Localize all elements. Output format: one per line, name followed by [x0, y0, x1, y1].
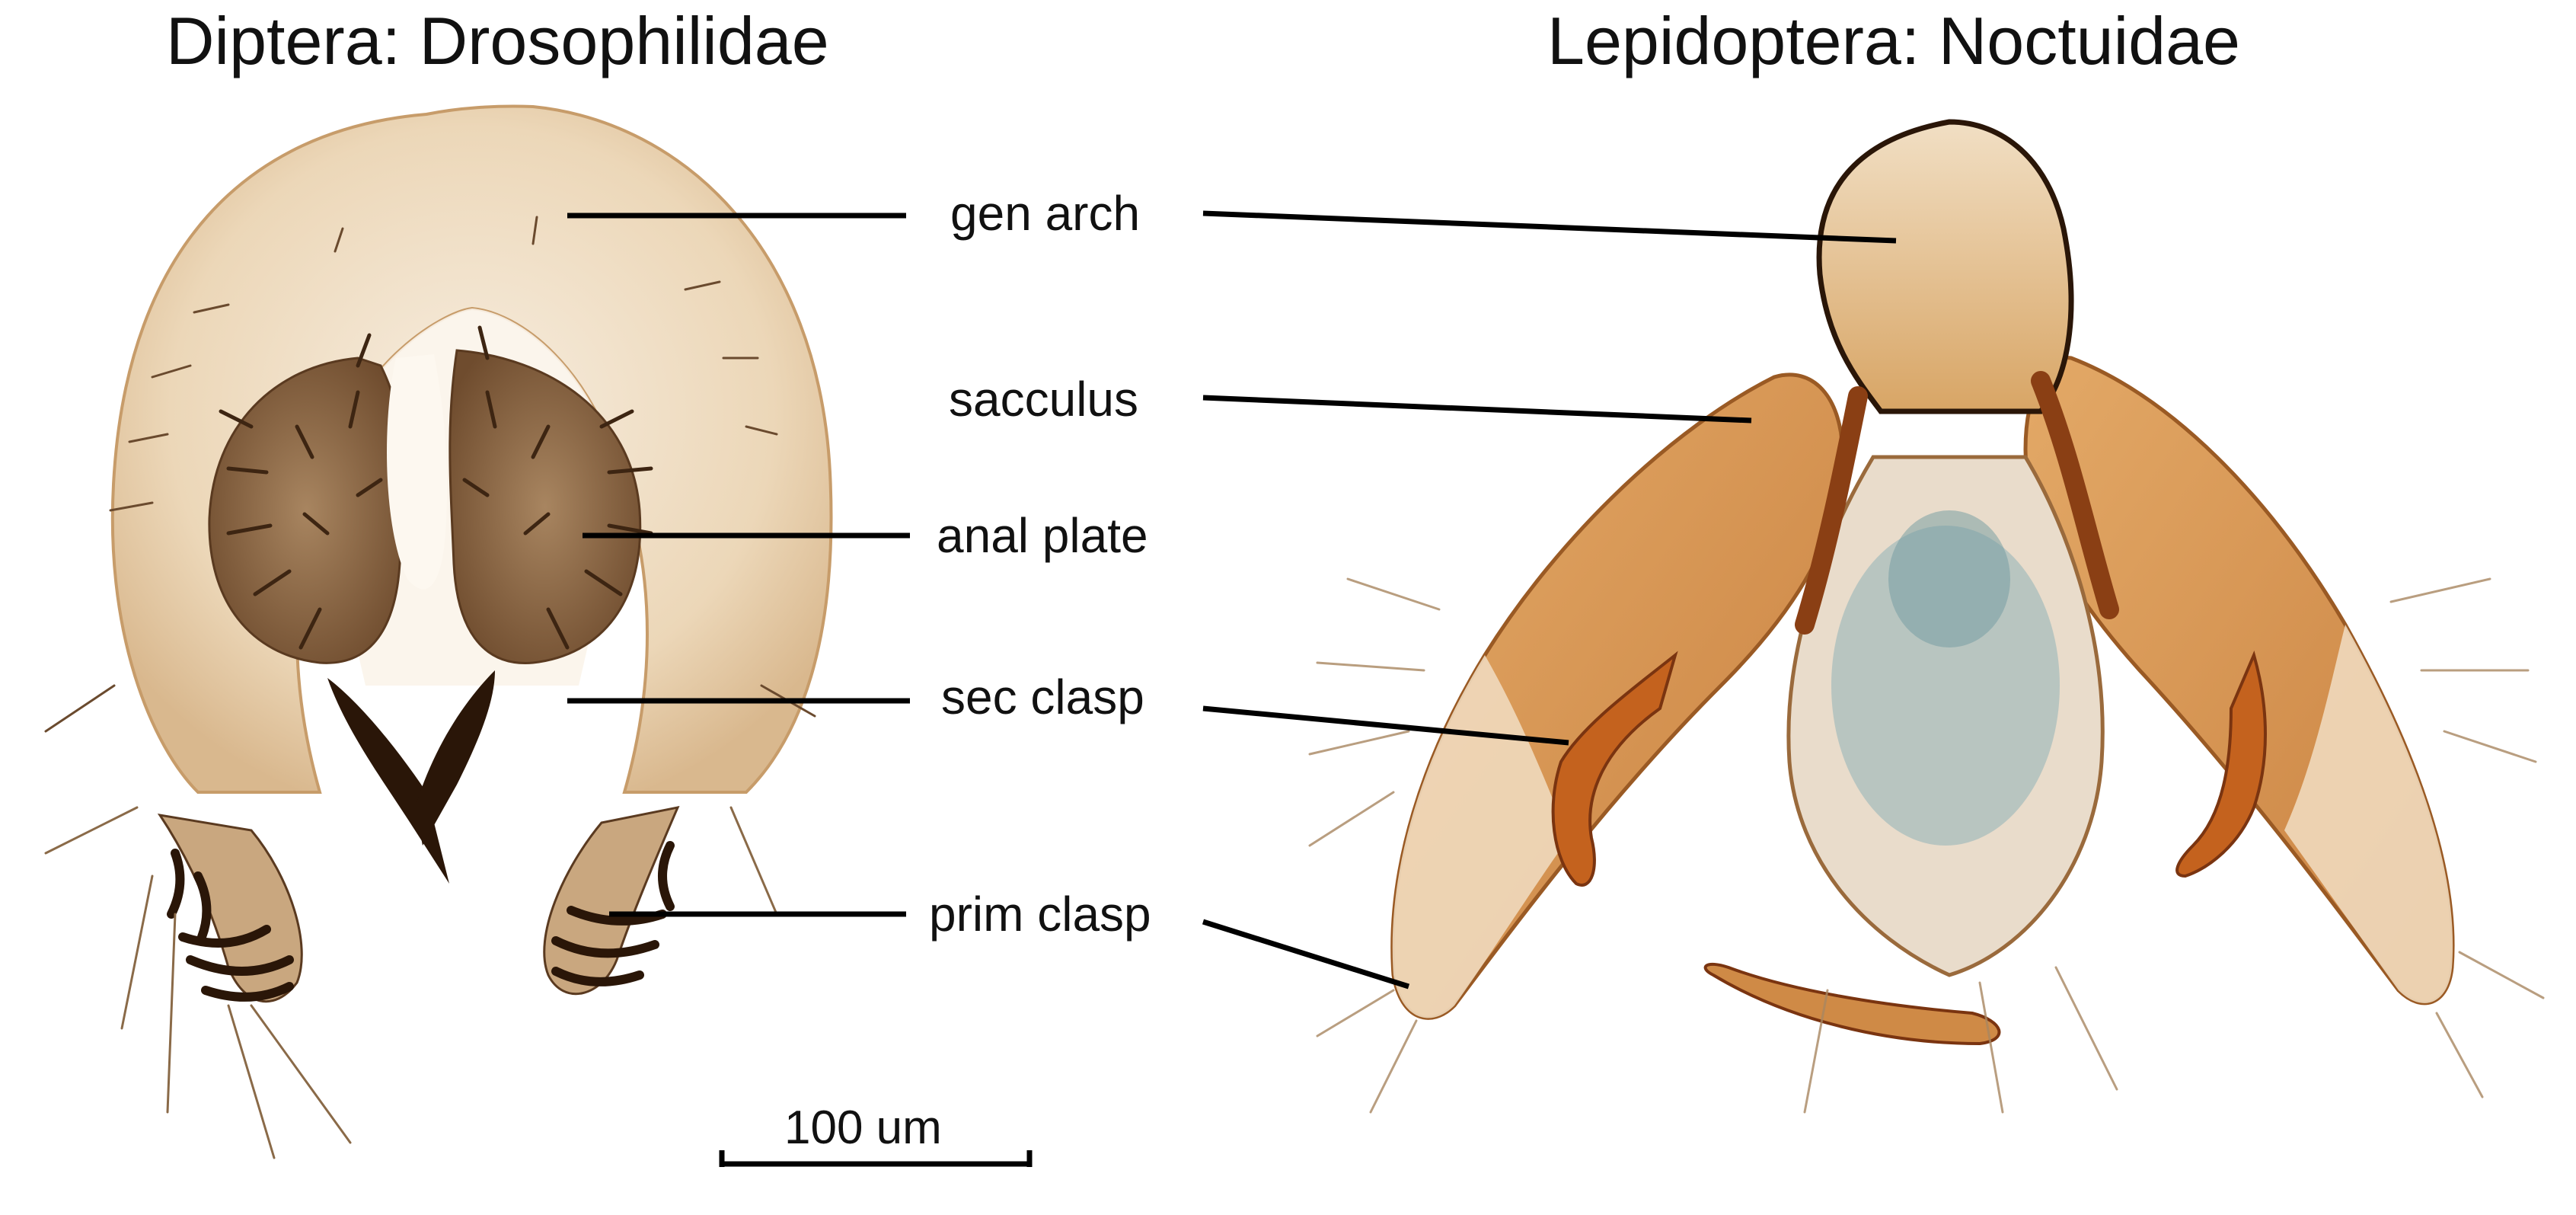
aedeagus — [1703, 962, 2001, 1046]
leader-sacculus — [1202, 395, 1752, 424]
leader-lines — [567, 210, 1897, 990]
label-prim-clasp: prim clasp — [929, 887, 1151, 942]
drosophila-genitalia — [44, 104, 833, 1159]
label-anal-plate: anal plate — [937, 508, 1148, 563]
sec-clasp-drosophila — [327, 678, 449, 884]
leader-prim-clasp-right — [1202, 919, 1410, 990]
noctuid-genitalia — [1308, 119, 2545, 1114]
scale-bar-label: 100 um — [784, 1101, 942, 1154]
leader-sec-clasp-right — [1202, 705, 1569, 746]
sec-clasp-left — [1551, 651, 1678, 887]
right-panel-title: Lepidoptera: Noctuidae — [1547, 3, 2240, 78]
label-gen-arch: gen arch — [950, 186, 1141, 241]
uncus-gen-arch — [1816, 119, 2074, 414]
anal-plate-right — [448, 349, 642, 664]
sec-clasp-right — [2175, 651, 2267, 878]
left-panel-title: Diptera: Drosophilidae — [166, 3, 829, 78]
label-sec-clasp: sec clasp — [941, 670, 1144, 724]
prim-clasp-drosophila — [157, 805, 680, 1003]
scale-bar — [719, 1150, 1033, 1167]
leader-gen-arch-right — [1202, 210, 1897, 244]
label-sacculus: sacculus — [949, 372, 1138, 427]
